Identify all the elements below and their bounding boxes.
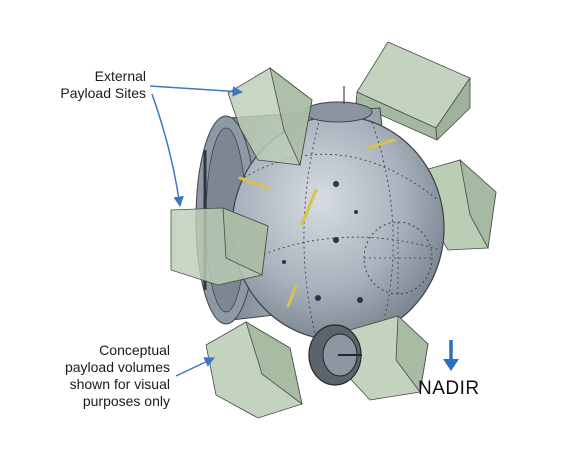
nadir-label: NADIR [418, 378, 480, 399]
payload-volume-top-left [227, 67, 313, 167]
conceptual-volumes-line-2: payload volumes [64, 359, 170, 375]
external-payload-sites-line-2: Payload Sites [60, 85, 146, 101]
conceptual-volumes-line-1: Conceptual [99, 342, 170, 358]
callout-arrows-external [149, 85, 244, 208]
payload-volume-bottom-right [343, 315, 429, 401]
callout-arrow-conceptual [175, 357, 215, 377]
conceptual-volumes-label: Conceptual payload volumes shown for vis… [40, 342, 170, 410]
docking-port [308, 324, 362, 386]
nadir-arrow-icon [443, 340, 459, 371]
payload-volume-bottom-left [205, 321, 303, 419]
payload-volume-left [170, 207, 269, 286]
conceptual-volumes-line-4: purposes only [82, 393, 170, 409]
payload-volume-top-right [355, 41, 471, 141]
external-payload-sites-label: External Payload Sites [30, 68, 146, 102]
external-payload-sites-line-1: External [94, 68, 146, 84]
conceptual-volumes-line-3: shown for visual [69, 376, 170, 392]
module-sphere [231, 86, 445, 341]
